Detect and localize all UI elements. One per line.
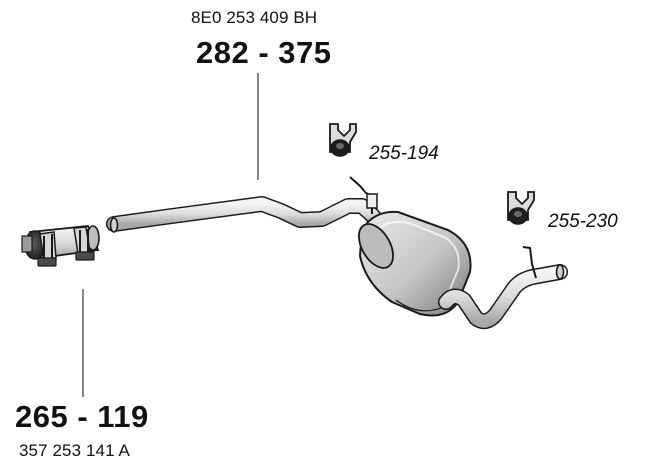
front-hanger-reference: 255-194 xyxy=(369,143,439,164)
front-pipe xyxy=(106,176,388,233)
tail-pipe xyxy=(438,246,568,330)
pipe-clamp xyxy=(21,225,100,267)
rear-hanger-reference: 255-230 xyxy=(548,211,618,232)
clamp-oem-number: 357 253 141 A xyxy=(19,441,130,460)
rubber-hanger-front xyxy=(329,123,357,157)
rear-muffler xyxy=(358,210,472,317)
main-pipe-part-number: 282 - 375 xyxy=(196,35,332,70)
clamp-part-number: 265 - 119 xyxy=(15,399,149,434)
rubber-hanger-rear xyxy=(507,191,535,225)
main-pipe-oem-number: 8E0 253 409 BH xyxy=(191,8,318,27)
